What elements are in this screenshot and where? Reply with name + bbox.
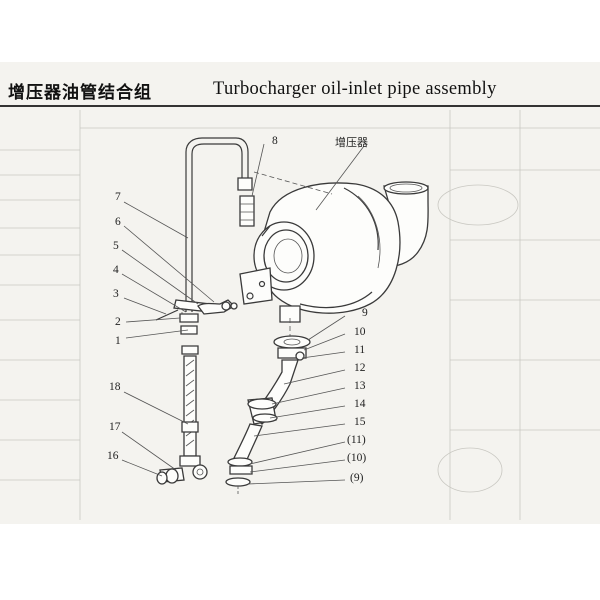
title-rule [0,105,600,107]
callout-18: 18 [109,381,121,393]
callout-12: 12 [354,362,366,374]
callout-1: 1 [115,335,121,347]
callout-6: 6 [115,216,121,228]
callout-10-repeat: (10) [347,452,366,464]
leader-lines [121,143,365,485]
title-english: Turbocharger oil-inlet pipe assembly [213,79,497,99]
callout-2: 2 [115,316,121,328]
callout-10: 10 [354,326,366,338]
callout-13: 13 [354,380,366,392]
callout-labels: 8 7 6 5 4 3 2 1 18 17 16 增压器 9 10 11 12 … [107,135,368,484]
turbocharger-label: 增压器 [335,135,368,149]
callout-11: 11 [354,344,365,356]
callout-11-repeat: (11) [347,434,366,446]
title-chinese: 增压器油管结合组 [8,83,152,103]
callout-17: 17 [109,421,121,433]
callout-7: 7 [115,191,121,203]
turbocharger-body [239,181,429,323]
background-table-lines [0,110,600,520]
callout-16: 16 [107,450,119,462]
callout-4: 4 [113,264,119,276]
callout-9-repeat: (9) [350,472,364,484]
callout-5: 5 [113,240,119,252]
callout-14: 14 [354,398,366,410]
callout-9: 9 [362,307,368,319]
oil-return-pipe [225,335,311,496]
flexible-hose [156,355,208,485]
callout-15: 15 [354,416,366,428]
callout-3: 3 [113,288,119,300]
callout-8: 8 [272,135,278,147]
oil-inlet-pipe [155,137,255,355]
